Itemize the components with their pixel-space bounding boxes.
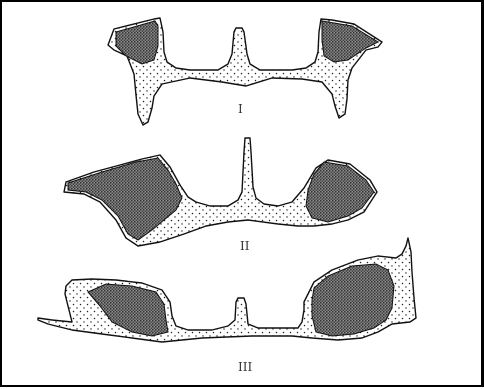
label-section-1: I xyxy=(238,102,243,116)
section-2-right-dense-region xyxy=(306,162,374,222)
section-1 xyxy=(108,18,382,125)
label-section-3: III xyxy=(238,360,252,374)
section-3 xyxy=(38,238,416,342)
section-2 xyxy=(64,138,377,246)
section-1-right-dense-region xyxy=(322,21,378,62)
label-section-2: II xyxy=(240,239,250,253)
